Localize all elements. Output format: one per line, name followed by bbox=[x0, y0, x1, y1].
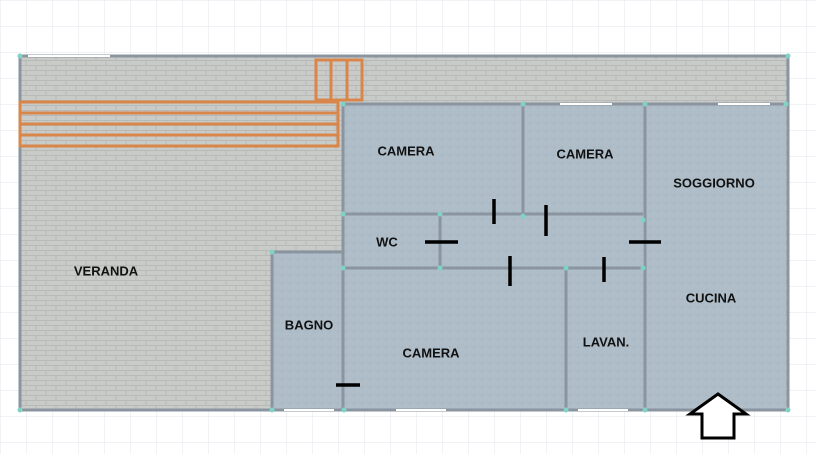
room-label-bagno: BAGNO bbox=[284, 317, 334, 333]
room-label-wc: WC bbox=[376, 234, 398, 250]
windows bbox=[28, 55, 770, 411]
door-markers bbox=[336, 199, 661, 387]
up-arrow-icon bbox=[685, 392, 751, 440]
room-soggiorno-cucina bbox=[645, 104, 786, 410]
room-label-camera-2: CAMERA bbox=[556, 146, 614, 162]
room-label-camera-3: CAMERA bbox=[402, 345, 460, 361]
stairs bbox=[18, 58, 364, 148]
room-camera-2 bbox=[523, 104, 645, 220]
room-label-lavanderia: LAVAN. bbox=[582, 334, 630, 350]
room-camera-3 bbox=[344, 268, 566, 410]
room-lavanderia bbox=[566, 268, 645, 410]
room-label-camera-1: CAMERA bbox=[377, 143, 435, 159]
wall-nodes bbox=[17, 53, 791, 413]
room-label-cucina: CUCINA bbox=[685, 290, 737, 306]
room-label-veranda: VERANDA bbox=[73, 263, 139, 279]
room-camera-1 bbox=[343, 104, 523, 214]
room-label-soggiorno: SOGGIORNO bbox=[673, 175, 755, 191]
room-bagno bbox=[272, 252, 344, 410]
